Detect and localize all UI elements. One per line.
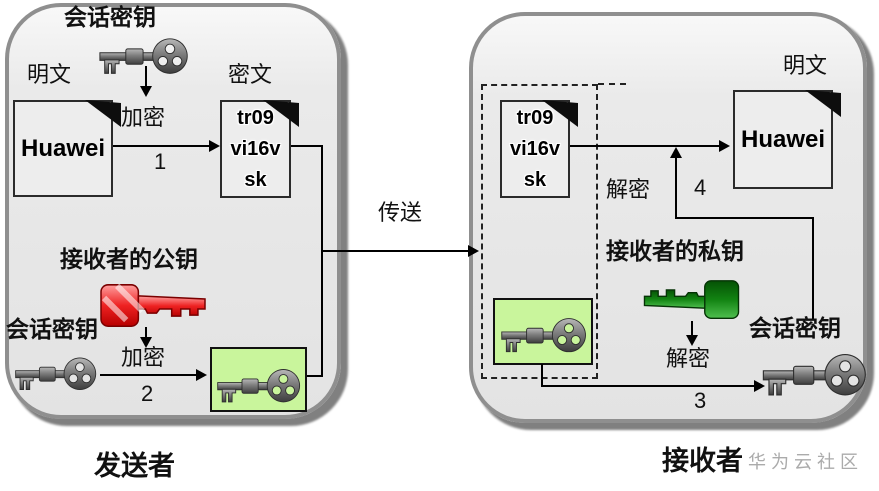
- session-key-icon: [99, 38, 188, 74]
- session-key-icon: [762, 354, 866, 396]
- transmit-label: 传送: [378, 200, 423, 225]
- decrypt-step3-label: 解密: [666, 346, 711, 371]
- sender-title: 发送者: [94, 451, 175, 481]
- ciphertext-label: 密文: [228, 62, 273, 87]
- dashed-box-top-extension: [598, 83, 626, 85]
- arrow-pubkey-to-encrypt2: [145, 327, 147, 338]
- folded-corner-icon: [542, 100, 578, 127]
- arrow-privkey-to-decrypt3-head: [686, 335, 698, 346]
- arrow-sessionkey-to-encrypt1-head: [140, 86, 152, 97]
- session-key-bottom-label: 会话密钥: [6, 316, 98, 342]
- plaintext-label: 明文: [27, 62, 72, 87]
- arrow-step4-head: [670, 147, 682, 158]
- plaintext-label: 明文: [783, 53, 828, 78]
- greenbox-to-trunk-line: [307, 375, 322, 377]
- arrow-step1-head: [209, 140, 220, 152]
- receiver-plaintext-doc-text: Huawei: [740, 125, 826, 153]
- arrow-step3-head: [754, 380, 765, 392]
- received-package-dashed-box: [481, 84, 598, 379]
- cipher-line: tr09: [237, 106, 274, 129]
- step3-number: 3: [694, 388, 707, 413]
- arrow-step2-head: [196, 369, 207, 381]
- folded-corner-icon: [805, 90, 841, 117]
- sender-plaintext-document: Huawei: [13, 100, 121, 197]
- public-key-icon: [100, 283, 206, 327]
- cipher-to-trunk-line: [291, 145, 322, 147]
- step2-number: 2: [141, 381, 154, 406]
- arrow-privkey-to-decrypt3: [691, 321, 693, 335]
- transmit-trunk-line: [321, 145, 323, 377]
- sender-plaintext-doc-text: Huawei: [20, 134, 106, 162]
- arrow-step1-line: [113, 145, 210, 147]
- cipher-line: vi16v: [230, 137, 281, 160]
- session-key-right-label: 会话密钥: [749, 315, 841, 341]
- arrow-step3-hline: [541, 385, 756, 387]
- sessionkey-to-step4-hline: [676, 217, 814, 219]
- session-key-icon: [15, 357, 97, 391]
- step4-number: 4: [694, 175, 707, 200]
- receiver-public-key-label: 接收者的公钥: [60, 246, 198, 272]
- step1-number: 1: [154, 149, 167, 174]
- cipher-line: vi16v: [509, 137, 561, 160]
- arrow-decrypt-to-plaintext-line: [570, 145, 720, 147]
- sender-ciphertext-document: tr09 vi16v sk: [220, 100, 299, 198]
- receiver-title: 接收者: [662, 446, 743, 476]
- receiver-plaintext-document: Huawei: [733, 90, 841, 189]
- encrypted-session-key-box-sender: [210, 347, 307, 412]
- arrow-decrypt-to-plaintext-head: [719, 140, 730, 152]
- arrow-step3-vline: [541, 364, 543, 387]
- sessionkey-to-step4-vline: [812, 217, 814, 320]
- arrow-pubkey-to-encrypt2-head: [140, 337, 152, 348]
- cipher-line: sk: [244, 168, 267, 191]
- encrypted-session-key-icon: [217, 369, 301, 403]
- arrow-step4-vline: [675, 157, 677, 219]
- cipher-line: tr09: [516, 106, 554, 129]
- arrow-step2-line: [100, 374, 197, 376]
- folded-corner-icon: [85, 100, 121, 127]
- transmit-arrow-head: [468, 245, 479, 257]
- encrypted-session-key-icon: [501, 318, 586, 353]
- private-key-icon: [643, 280, 740, 319]
- receiver-private-key-label: 接收者的私钥: [606, 238, 744, 264]
- cipher-line: sk: [523, 168, 547, 191]
- encrypted-session-key-box-receiver: [493, 298, 593, 365]
- watermark: 华为云社区: [748, 452, 863, 472]
- receiver-ciphertext-document: tr09 vi16v sk: [500, 100, 578, 198]
- encrypt-step1-label: 加密: [121, 105, 166, 130]
- transmit-arrow-line: [322, 250, 469, 252]
- decrypt-step4-label: 解密: [606, 177, 651, 202]
- session-key-top-label: 会话密钥: [64, 4, 156, 30]
- arrow-sessionkey-to-encrypt1: [145, 66, 147, 86]
- folded-corner-icon: [263, 100, 299, 127]
- encrypt-step2-label: 加密: [121, 345, 166, 370]
